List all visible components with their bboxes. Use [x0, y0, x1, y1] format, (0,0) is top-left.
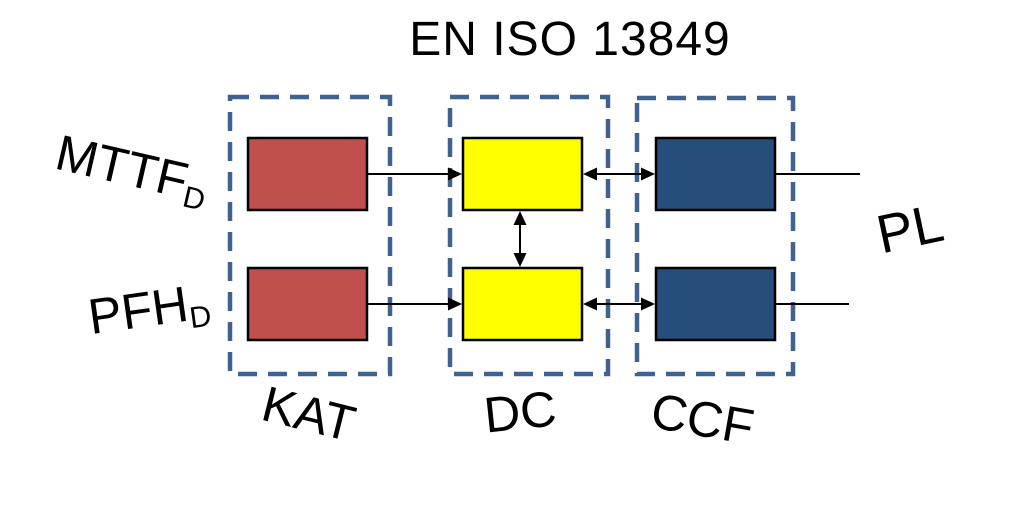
- label-pl: PL: [871, 192, 949, 266]
- arrowhead-red-to-yellow-top: [448, 167, 462, 181]
- label-dc: DC: [481, 380, 559, 444]
- blue-box-bottom: [654, 266, 777, 342]
- arrowhead-yellow-vertical-bottom: [513, 253, 527, 267]
- arrowhead-yellow-vertical-top: [513, 211, 527, 225]
- ccf-group-frame: [634, 95, 796, 377]
- arrowhead-yellow-blue-bottom-left: [583, 297, 597, 311]
- arrowhead-yellow-blue-top-left: [583, 167, 597, 181]
- yellow-box-bottom: [461, 266, 584, 342]
- red-box-bottom: [246, 266, 369, 342]
- yellow-box-top: [461, 136, 584, 212]
- kat-group-frame: [227, 94, 393, 377]
- arrowhead-yellow-blue-bottom-right: [641, 297, 655, 311]
- red-box-top: [246, 136, 369, 212]
- diagram-title: EN ISO 13849: [409, 13, 731, 66]
- blue-box-top: [654, 136, 777, 212]
- label-pfh-subscript: D: [187, 299, 214, 336]
- arrowhead-red-to-yellow-bottom: [448, 297, 462, 311]
- dc-group-frame: [447, 94, 611, 377]
- arrowhead-yellow-blue-top-right: [641, 167, 655, 181]
